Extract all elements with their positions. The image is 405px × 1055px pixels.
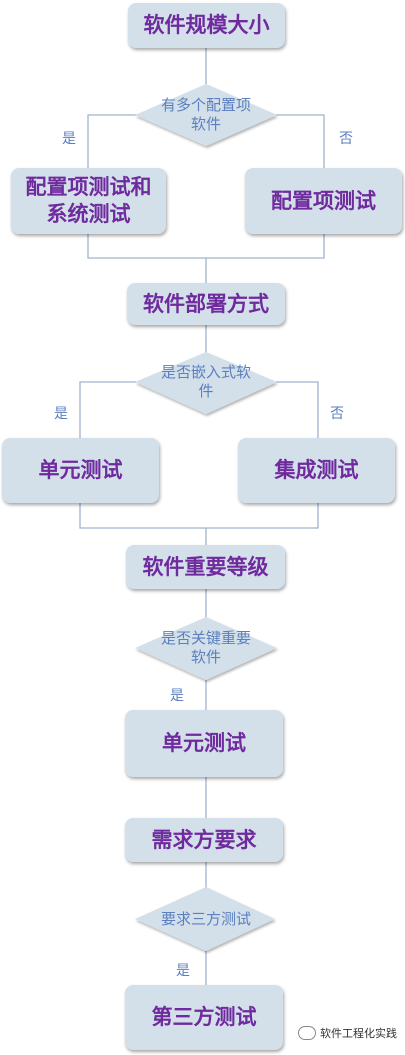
decision-text-key-software: 是否关键重要软件: [160, 629, 251, 666]
decision-diamond-embedded: [135, 352, 277, 414]
label-yes-3: 是: [170, 688, 184, 704]
node-config-and-system-test: 配置项测试和系统测试: [11, 168, 166, 234]
node-config-test: 配置项测试: [245, 168, 402, 234]
label-yes-4: 是: [176, 963, 190, 979]
decision-diamond-key-software: [135, 617, 277, 680]
connector-lines: [79, 48, 325, 985]
label-yes-1: 是: [62, 131, 76, 147]
label-no-1: 否: [339, 131, 353, 147]
node-software-size: 软件规模大小: [128, 3, 285, 48]
wechat-icon: [298, 1026, 316, 1040]
decision-text-embedded: 是否嵌入式软件: [160, 363, 251, 400]
decision-diamond-multi-config: [135, 84, 277, 146]
node-importance-level: 软件重要等级: [126, 545, 285, 589]
node-deployment-mode: 软件部署方式: [127, 283, 285, 325]
label-yes-2: 是: [54, 406, 68, 422]
label-no-2: 否: [330, 406, 344, 422]
node-integration-test: 集成测试: [238, 438, 395, 503]
node-customer-requirement: 需求方要求: [125, 818, 283, 862]
watermark: 软件工程化实践: [298, 1025, 397, 1041]
decision-text-third-party: 要求三方测试: [160, 909, 251, 928]
watermark-text: 软件工程化实践: [320, 1027, 397, 1040]
node-unit-test-1: 单元测试: [2, 438, 159, 503]
decision-diamond-third-party: [135, 887, 275, 951]
decision-text-multi-config: 有多个配置项软件: [160, 96, 251, 133]
node-unit-test-2: 单元测试: [125, 710, 283, 777]
node-third-party-test: 第三方测试: [125, 985, 283, 1050]
